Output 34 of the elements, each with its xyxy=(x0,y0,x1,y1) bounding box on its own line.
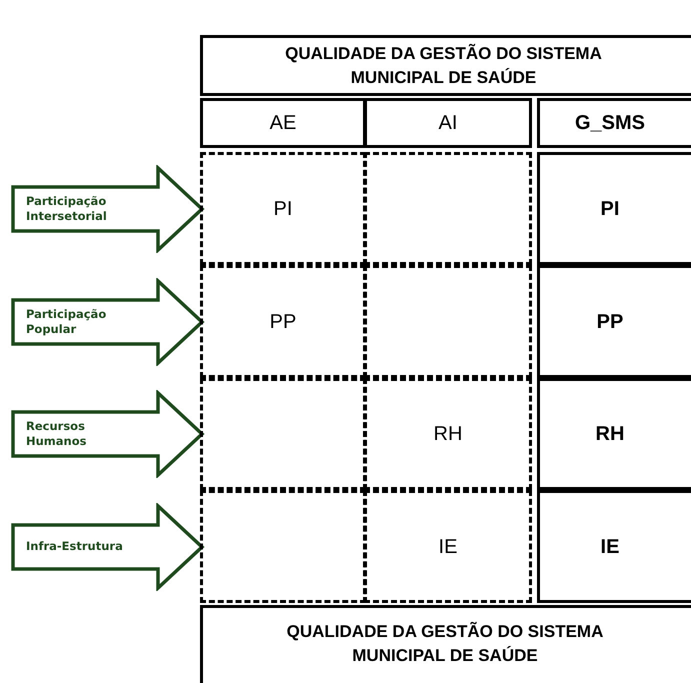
table-cell xyxy=(200,490,366,603)
table-cell xyxy=(364,490,532,603)
table-cell xyxy=(537,152,691,265)
cell-text: RH xyxy=(434,422,462,446)
title-text: QUALIDADE DA GESTÃO DO SISTEMA MUNICIPAL DE SAÚDE xyxy=(286,620,604,667)
table-cell xyxy=(200,378,366,490)
cell-text: PP xyxy=(270,310,296,334)
column-header: AI xyxy=(438,111,458,135)
cell-text: PI xyxy=(600,196,620,220)
table-cell xyxy=(537,265,691,378)
table-cell xyxy=(200,265,366,378)
column-header: AE xyxy=(270,111,296,135)
arrow-label: Recursos Humanos xyxy=(26,419,88,449)
cell-text: PP xyxy=(596,310,624,334)
arrow-label: Infra-Estrutura xyxy=(26,539,124,554)
table-cell xyxy=(364,98,532,148)
title-box xyxy=(200,35,691,96)
cell-text: IE xyxy=(438,534,458,558)
table-cell xyxy=(537,378,691,490)
cell-text: IE xyxy=(600,534,620,558)
table-cell xyxy=(537,98,691,148)
table-cell xyxy=(364,265,532,378)
title-text: QUALIDADE DA GESTÃO DO SISTEMA MUNICIPAL DE SAÚDE xyxy=(284,42,603,88)
table-cell xyxy=(200,152,366,265)
arrow-label: Participação Intersetorial xyxy=(26,194,108,224)
cell-text: RH xyxy=(596,422,624,446)
column-header: G_SMS xyxy=(574,111,646,135)
title-box xyxy=(200,605,691,683)
arrow-label: Participação Popular xyxy=(26,306,108,336)
cell-text: PI xyxy=(274,196,292,220)
table-cell xyxy=(537,490,691,603)
table-cell xyxy=(364,152,532,265)
table-cell xyxy=(364,378,532,490)
table-cell xyxy=(200,98,366,148)
